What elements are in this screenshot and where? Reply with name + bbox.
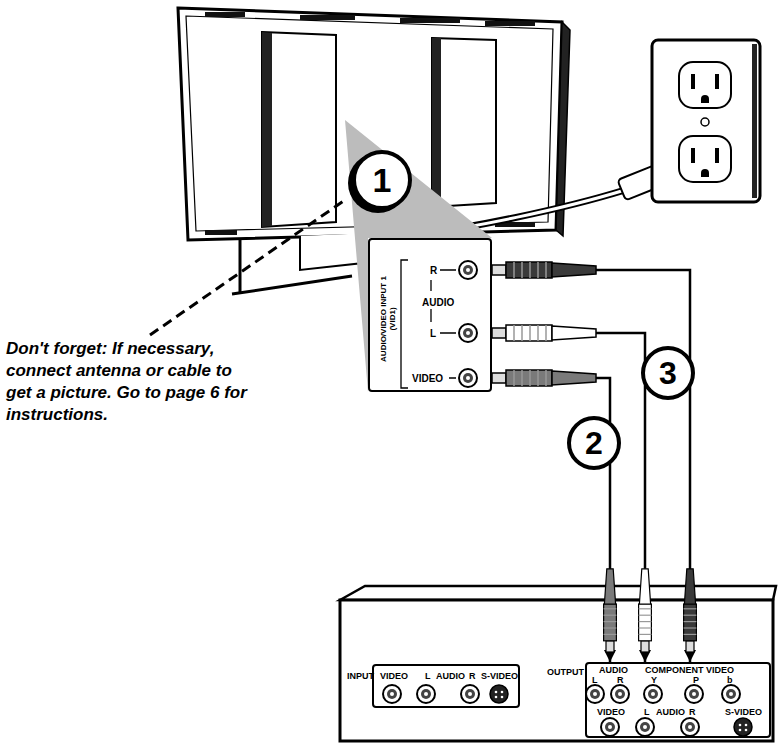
tv-vent [400,18,460,23]
rca-jack [459,369,477,387]
jack-label: AUDIO [599,666,628,675]
rca-jack [601,718,619,736]
av-cable [492,378,610,662]
jack-label: VIDEO [597,708,625,717]
jack-bracket [401,260,408,388]
callout-circle: 1 [352,150,412,210]
jack-label: AUDIO [436,672,465,681]
jack-label: INPUT [347,672,374,681]
rca-jack [636,718,654,736]
wall-outlet [652,40,760,202]
tv-stand-leg [239,239,242,293]
rca-plug [604,569,617,652]
note-text: Don't forget: If necessary, connect ante… [6,338,254,426]
jack-label: L [592,676,598,685]
callout-circle: 2 [567,416,621,470]
jack-label: S-VIDEO [481,672,518,681]
rca-plug [492,262,596,278]
rca-plug [684,569,697,652]
tv-stand-base [232,276,352,294]
callout-circle: 3 [641,346,695,400]
jack-label: AUDIO [422,298,454,308]
jack-label: OUTPUT [547,668,584,677]
receptacle-ground [701,169,709,177]
callout-number: 1 [356,154,408,206]
jack-label: S-VIDEO [725,708,762,717]
jack-label: L [430,329,436,339]
receptacle-slot [691,148,695,163]
panel-title: AUDIO/VIDEO INPUT 1 (VID1) [379,267,397,372]
jack-label: VIDEO [380,672,408,681]
player-top [340,586,776,600]
av-input-panel: AUDIO/VIDEO INPUT 1 (VID1) R AUDIO L VIDEO [368,238,492,392]
tv-back-panel-shade [432,38,441,207]
label-dash [440,270,456,378]
jack-label: b [727,676,733,685]
jack-label: Y [651,676,657,685]
callout-number: 3 [645,350,691,396]
zoom-wedge [345,120,492,392]
rca-jack [644,685,662,703]
input-panel: INPUTVIDEOLAUDIORS-VIDEO [372,664,520,708]
tv-vent [205,230,237,235]
jack-label: R [617,676,624,685]
av-cable [492,333,645,662]
jack-label: VIDEO [412,374,443,384]
jack-label: R [469,672,476,681]
receptacle [679,136,731,182]
rca-plug [492,370,596,386]
av-cable [492,270,690,662]
rca-jack [417,685,435,703]
player-back [340,600,773,741]
jack-label: P [693,676,699,685]
rca-jack [722,685,740,703]
receptacle-slot [715,74,719,89]
svideo-jack [734,718,752,736]
tv-vent [485,21,535,26]
tv-body [178,8,562,240]
receptacle-ground [701,95,709,103]
leader-line [150,200,345,335]
dvd-player [340,586,776,741]
tv-vent [300,15,355,20]
tv-rim [186,16,553,231]
rca-jack [459,324,477,342]
receptacle-slot [715,148,719,163]
rca-jack [586,685,604,703]
jack-label: L [425,672,431,681]
output-panel: OUTPUTAUDIOLRCOMPONENT VIDEOYPbVIDEOLAUD… [585,662,771,738]
tv-vent [205,12,245,17]
rca-jack [383,685,401,703]
rca-jack [685,685,703,703]
jack-label: L [644,708,650,717]
tv-back-panel-shade [262,32,272,227]
label-tick [430,280,431,322]
receptacle [679,62,731,108]
cable-layer [492,270,690,662]
rca-plug [639,569,652,652]
tv-back-panel [262,32,336,227]
rca-jack [611,685,629,703]
outlet-plate-edge [752,44,757,198]
jack-label: R [689,708,696,717]
rca-jack [681,718,699,736]
outlet-screw [701,118,709,126]
rca-jack [459,261,477,279]
jack-label: AUDIO [656,708,685,717]
tv-back-panel [432,38,496,207]
receptacle-slot [691,74,695,89]
svideo-jack [490,685,508,703]
jack-label: R [430,266,437,276]
jack-label: COMPONENT VIDEO [645,666,734,675]
callout-number: 2 [571,420,617,466]
rca-jack [461,685,479,703]
rca-plug [492,325,596,341]
outlet-plate [652,40,760,202]
